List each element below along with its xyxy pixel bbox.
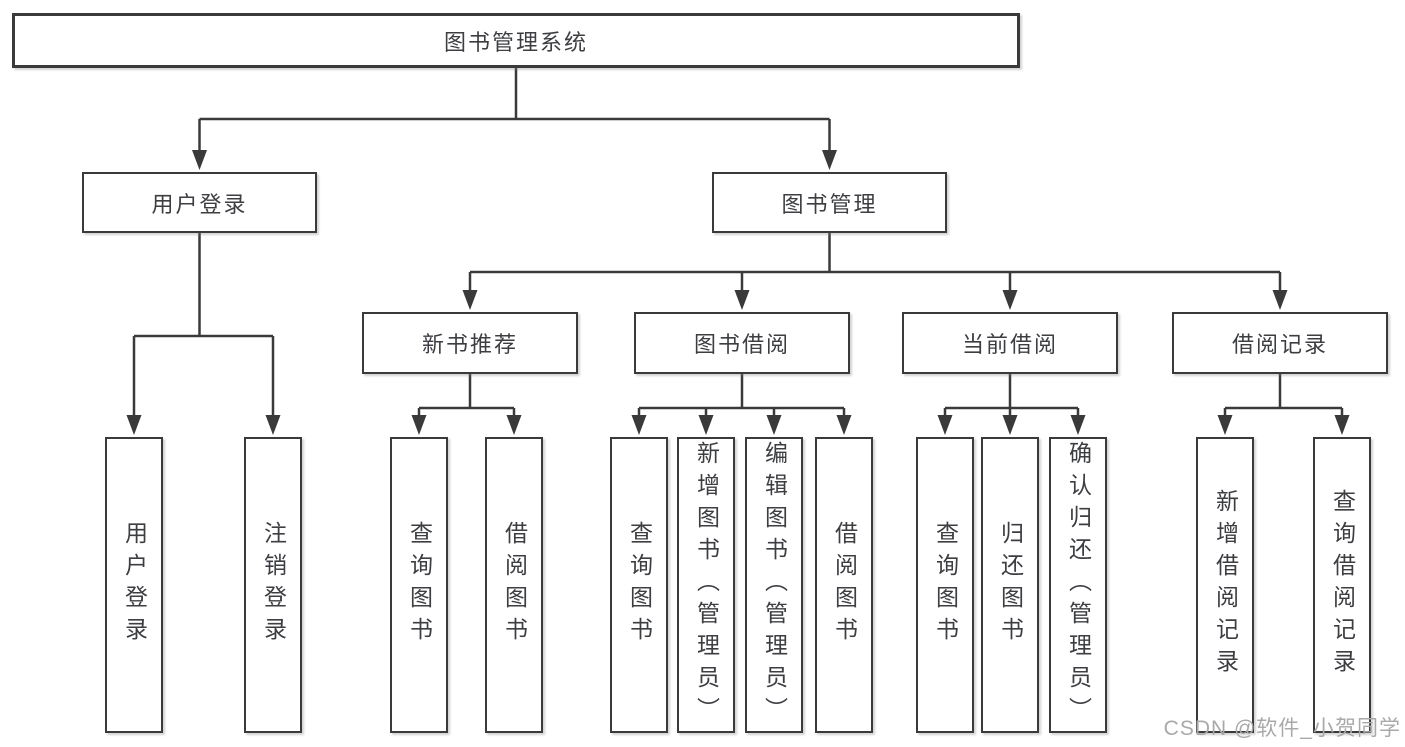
leaf-query-books-1: 查询图书 xyxy=(390,437,448,733)
node-label: 查询图书 xyxy=(406,521,433,649)
leaf-query-books-2: 查询图书 xyxy=(610,437,668,733)
node-label: 编辑图书（管理员） xyxy=(761,441,788,729)
node-label: 新增图书（管理员） xyxy=(693,441,720,729)
leaf-query-borrow-record: 查询借阅记录 xyxy=(1313,437,1371,733)
node-label: 注销登录 xyxy=(260,521,287,649)
leaf-add-borrow-record: 新增借阅记录 xyxy=(1196,437,1254,733)
node-book-borrow: 图书借阅 xyxy=(634,312,850,374)
node-label: 图书借阅 xyxy=(693,332,790,357)
node-current-borrow: 当前借阅 xyxy=(902,312,1118,374)
node-user-login: 用户登录 xyxy=(82,172,317,233)
node-label: 用户登录 xyxy=(121,521,148,649)
leaf-logout: 注销登录 xyxy=(244,437,302,733)
node-label: 图书管理 xyxy=(781,191,878,217)
leaf-query-books-3: 查询图书 xyxy=(916,437,974,733)
node-label: 新增借阅记录 xyxy=(1212,489,1239,681)
node-new-book-recommend: 新书推荐 xyxy=(362,312,578,374)
leaf-confirm-return-admin: 确认归还（管理员） xyxy=(1049,437,1107,733)
node-label: 查询图书 xyxy=(626,521,653,649)
node-book-management: 图书管理 xyxy=(712,172,947,233)
node-label: 借阅记录 xyxy=(1231,332,1328,357)
leaf-edit-books-admin: 编辑图书（管理员） xyxy=(745,437,803,733)
leaf-return-books: 归还图书 xyxy=(981,437,1039,733)
node-label: 图书管理系统 xyxy=(443,29,588,55)
node-label: 查询借阅记录 xyxy=(1329,489,1356,681)
leaf-add-books-admin: 新增图书（管理员） xyxy=(677,437,735,733)
leaf-borrow-books-1: 借阅图书 xyxy=(485,437,543,733)
node-label: 新书推荐 xyxy=(421,332,518,357)
watermark: CSDN @软件_小贺同学 xyxy=(1163,717,1401,740)
node-borrow-records: 借阅记录 xyxy=(1172,312,1388,374)
node-label: 借阅图书 xyxy=(501,521,528,649)
node-label: 借阅图书 xyxy=(831,521,858,649)
node-label: 查询图书 xyxy=(932,521,959,649)
arrowheads xyxy=(126,150,1350,435)
leaf-borrow-books-2: 借阅图书 xyxy=(815,437,873,733)
node-library-system: 图书管理系统 xyxy=(12,13,1020,68)
leaf-user-login: 用户登录 xyxy=(105,437,163,733)
node-label: 确认归还（管理员） xyxy=(1065,441,1092,729)
node-label: 当前借阅 xyxy=(961,332,1058,357)
node-label: 用户登录 xyxy=(151,191,248,217)
node-label: 归还图书 xyxy=(997,521,1024,649)
